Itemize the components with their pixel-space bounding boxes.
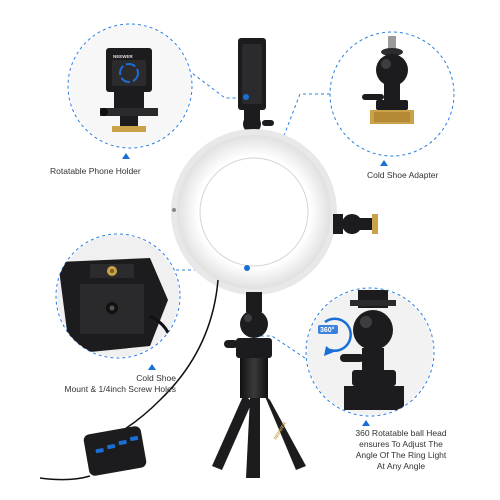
- rotation-arrow-icon: [324, 317, 352, 356]
- inset-phone-holder: [67, 23, 193, 149]
- rotation-badge-text: 360°: [320, 326, 335, 334]
- connector-phone-holder: [187, 69, 246, 99]
- label-ball-head-line4: At Any Angle: [376, 461, 426, 471]
- label-cold-shoe-adapter: Cold Shoe Adapter: [367, 170, 439, 180]
- triangle-marker-icon: [380, 160, 388, 166]
- power-cable: [39, 279, 219, 481]
- label-ball-head: 360 Rotatable ball Head ensures To Adjus…: [338, 428, 464, 472]
- inset-ball-head: [305, 287, 435, 417]
- side-cold-shoe-adapter: [333, 214, 378, 234]
- label-cold-shoe-mount-line1: Cold Shoe: [136, 373, 176, 383]
- inset-brand-mark: NEEWER: [113, 54, 134, 59]
- triangle-marker-icon: [122, 153, 130, 159]
- label-rotatable-phone-holder: Rotatable Phone Holder: [50, 166, 141, 176]
- inset-cold-shoe-mount: [55, 233, 181, 359]
- triangle-marker-icon: [362, 420, 370, 426]
- label-ball-head-line3: Angle Of The Ring Light: [355, 450, 447, 460]
- label-ball-head-line2: ensures To Adjust The: [359, 439, 443, 449]
- label-ball-head-line1: 360 Rotatable ball Head: [355, 428, 447, 438]
- connector-cold-shoe-adapter: [263, 93, 330, 183]
- connector-ball-head: [258, 335, 306, 359]
- label-cold-shoe-mount: Cold Shoe Mount & 1/4inch Screw Holes: [58, 373, 177, 395]
- triangle-marker-icon: [148, 364, 156, 370]
- inset-cold-shoe-adapter: [329, 31, 455, 157]
- remote-controller: [83, 426, 147, 476]
- label-cold-shoe-mount-line2: Mount & 1/4inch Screw Holes: [64, 384, 177, 394]
- tripod: [212, 292, 306, 478]
- ring-light: [171, 129, 337, 295]
